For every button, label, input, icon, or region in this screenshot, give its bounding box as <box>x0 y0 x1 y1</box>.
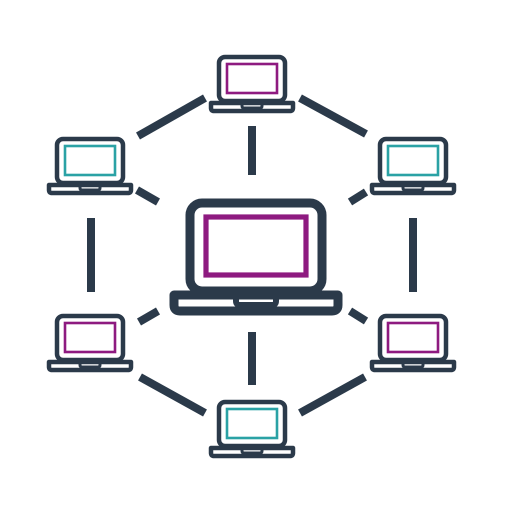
link-top-to-upper-right <box>298 94 368 138</box>
laptop-bottom-icon <box>208 399 296 459</box>
laptop-lower-left-icon <box>46 313 134 373</box>
laptop-upper-right-icon <box>369 136 457 196</box>
laptop-notch <box>401 185 425 192</box>
laptop-screen <box>225 407 279 440</box>
laptop-notch <box>401 362 425 369</box>
link-upper-left-to-center <box>135 186 160 206</box>
laptop-notch <box>78 185 102 192</box>
network-links <box>87 94 417 417</box>
laptop-notch <box>78 362 102 369</box>
laptop-screen <box>386 321 440 354</box>
link-upper-right-to-center <box>347 188 369 206</box>
link-lower-right-to-bottom <box>298 373 367 417</box>
laptop-screen <box>386 144 440 177</box>
laptop-notch <box>240 103 264 110</box>
laptop-lower-right-icon <box>369 313 457 373</box>
laptop-screen <box>63 321 117 354</box>
link-lower-right-to-center <box>347 307 369 325</box>
link-lower-left-to-bottom <box>138 373 207 417</box>
laptop-screen <box>203 214 309 278</box>
laptop-notch <box>240 448 264 455</box>
laptop-upper-left-icon <box>46 136 134 196</box>
network-nodes <box>46 54 457 459</box>
laptop-screen <box>63 144 117 177</box>
link-top-to-upper-left <box>136 94 207 140</box>
laptop-top-icon <box>208 54 296 114</box>
link-lower-left-to-center <box>136 307 161 326</box>
laptop-screen <box>225 62 279 95</box>
laptop-notch <box>233 295 279 308</box>
laptop-center-icon <box>169 198 343 316</box>
